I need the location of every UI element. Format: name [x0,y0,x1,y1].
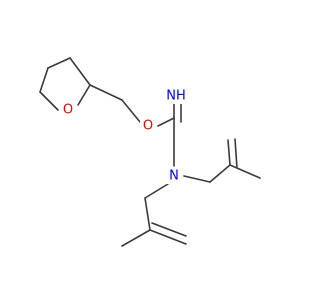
bond-ch2-o [121,99,141,123]
bond-c3-ch2 [89,84,123,101]
bond-ring-o-c4 [39,91,59,111]
bond-n-ch2-right [183,175,211,183]
imine-nitrogen-label: NH [166,89,186,104]
bond-ring-c4-c1 [39,67,49,93]
bond-c-ch2double-left-1 [149,229,187,245]
bond-c-ch2double-right-2 [234,138,238,169]
bond-n-ch2-left [144,183,169,199]
bond-c-ch3-left [121,229,151,247]
bond-c-ch3-right [229,164,261,179]
ether-oxygen-label: O [143,119,153,134]
amine-nitrogen-label: N [169,169,179,184]
bond-ring-c3-o [77,84,91,106]
bond-ring-c1-c2 [47,57,71,69]
bond-ch2-c-right [209,164,231,183]
molecule-structure: O O NH N [39,57,261,247]
bond-c-ch2double-right-1 [227,139,231,166]
bond-ch2-c-left [144,197,151,231]
bond-c-ch2double-left-2 [151,222,187,237]
ring-oxygen-label: O [63,103,73,118]
bond-o-c [157,117,175,127]
bond-ring-c2-c3 [69,57,91,86]
